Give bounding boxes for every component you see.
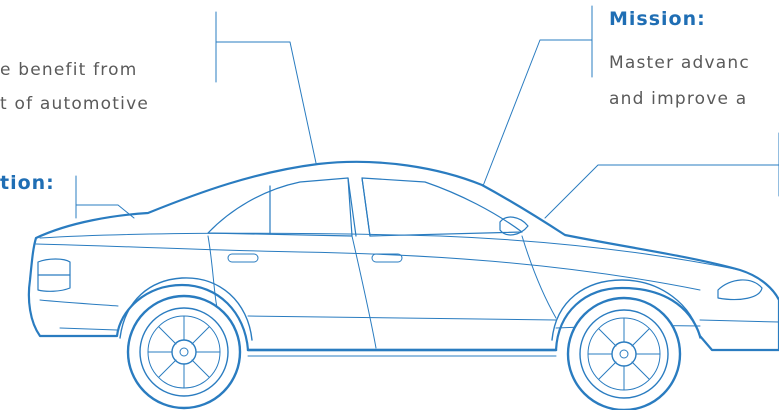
vision-heading: tion: (0, 172, 55, 194)
mission-heading: Mission: (609, 8, 706, 30)
mission-line-1: Master advanc (609, 53, 750, 73)
front-wheel (568, 298, 680, 410)
mission-line-2: and improve a (609, 89, 747, 109)
leader-left-elbow (216, 42, 316, 163)
head-light (718, 280, 762, 300)
callout-leaders (76, 6, 779, 218)
left-callout-line-1: e benefit from (0, 60, 138, 80)
leader-right (545, 165, 779, 218)
rear-wheel (128, 296, 240, 408)
car-doors (208, 236, 556, 348)
left-callout-line-2: t of automotive (0, 94, 149, 114)
tail-light (38, 259, 70, 291)
leader-mission-elbow (483, 40, 592, 186)
car-windows (208, 178, 528, 236)
rocker-panel (248, 350, 556, 356)
